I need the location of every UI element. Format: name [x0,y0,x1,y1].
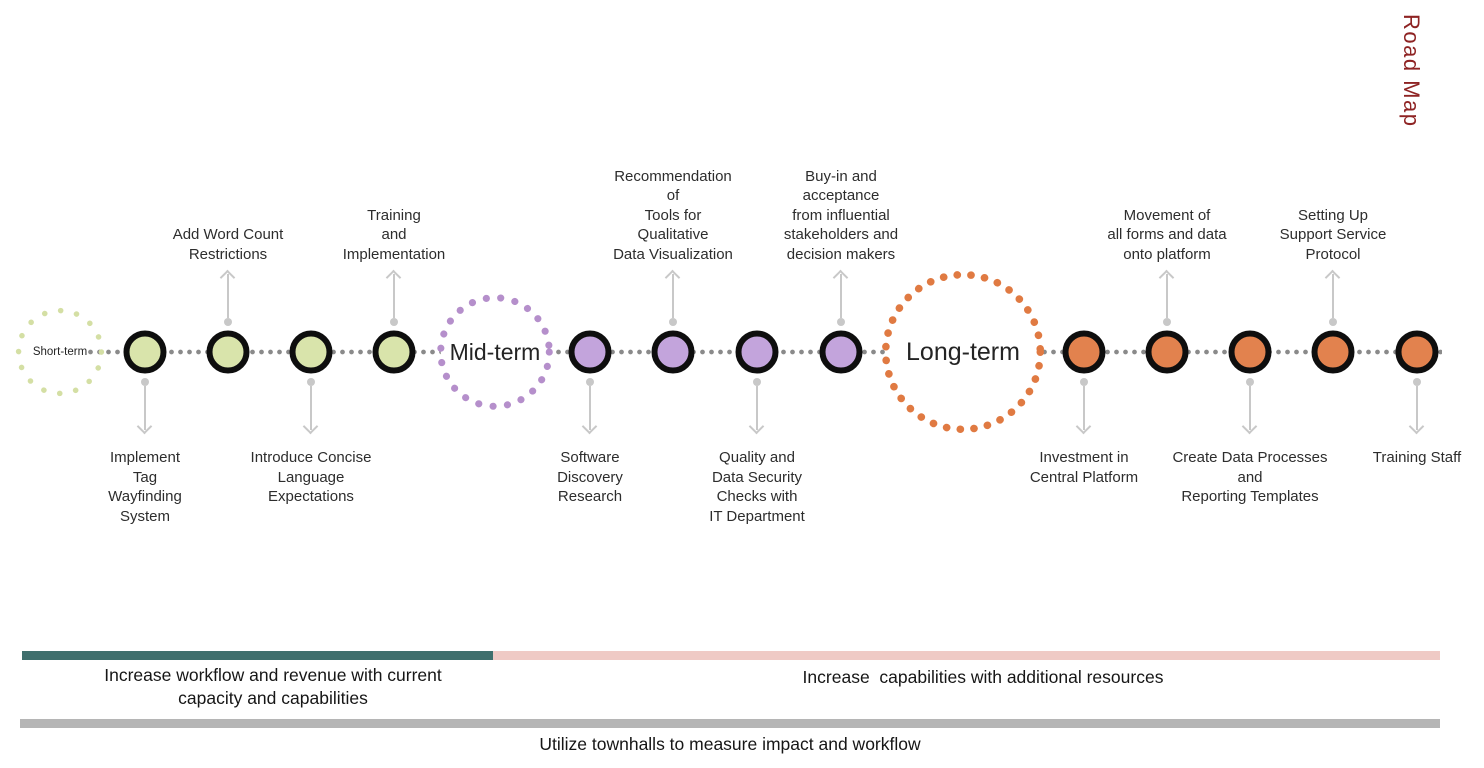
milestone-label: Implement Tag Wayfinding System [108,449,182,525]
milestone-node [735,330,779,374]
townhall-caption: Utilize townhalls to measure impact and … [539,734,921,754]
arrow-down-icon [1413,378,1421,430]
term-circle-short: Short-term [14,306,106,398]
term-circle-long: Long-term [879,268,1047,436]
milestone-label: Create Data Processes and Reporting Temp… [1172,449,1328,505]
phase2-bar [493,651,1440,660]
milestone-label: Recommendation of Tools for Qualitative … [613,167,733,263]
phase1-caption: Increase workflow and revenue with curre… [104,665,442,708]
milestone-node [568,330,612,374]
phase1-bar [22,651,493,660]
arrow-up-icon [837,274,845,326]
milestone-label: Software Discovery Research [557,449,623,505]
milestone-label: Investment in Central Platform [1029,449,1139,486]
arrow-up-icon [224,274,232,326]
milestone-label: Training Staff [1372,449,1462,466]
milestone-node [206,330,250,374]
milestone-node [289,330,333,374]
term-label-mid: Mid-term [449,338,541,365]
milestone-node [1395,330,1439,374]
arrow-down-icon [307,378,315,430]
phase2-caption: Increase capabilities with additional re… [802,667,1164,687]
milestone-node [1311,330,1355,374]
milestone-label: Setting Up Support Service Protocol [1279,206,1387,263]
arrow-up-icon [390,274,398,326]
dotted-circle-icon [437,294,553,410]
arrow-down-icon [1080,378,1088,430]
townhall-bar [20,719,1440,728]
dotted-circle-icon [15,307,105,397]
arrow-down-icon [753,378,761,430]
milestone-node [372,330,416,374]
dotted-circle-icon [881,270,1045,434]
arrow-down-icon [586,378,594,430]
milestone-label: Quality and Data Security Checks with IT… [709,449,805,525]
milestone-label: Add Word Count Restrictions [172,226,284,263]
term-circle-mid: Mid-term [436,293,554,411]
arrow-up-icon [1163,274,1171,326]
term-label-long: Long-term [906,337,1020,366]
milestone-node [1228,330,1272,374]
milestone-node [1145,330,1189,374]
milestone-node [123,330,167,374]
milestone-node [651,330,695,374]
arrow-down-icon [141,378,149,430]
arrow-up-icon [1329,274,1337,326]
arrow-up-icon [669,274,677,326]
term-label-short: Short-term [32,346,88,358]
milestone-node [1062,330,1106,374]
milestone-node [819,330,863,374]
page-title: Road Map [1399,14,1424,128]
arrow-down-icon [1246,378,1254,430]
milestone-label: Training and Implementation [342,206,446,263]
milestone-label: Movement of all forms and data onto plat… [1107,206,1227,263]
milestone-label: Introduce Concise Language Expectations [250,449,372,505]
milestone-label: Buy-in and acceptance from influential s… [783,167,899,263]
